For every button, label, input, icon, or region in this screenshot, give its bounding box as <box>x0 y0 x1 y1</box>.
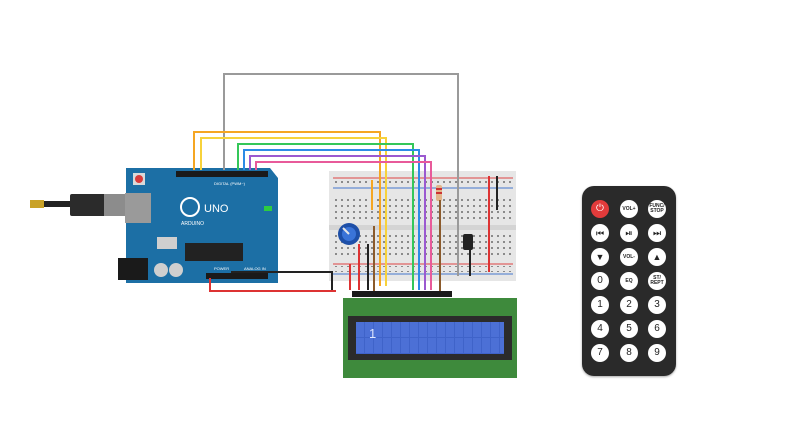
resistor[interactable] <box>436 185 442 201</box>
digital-pins-label: DIGITAL (PWM~) <box>214 181 246 186</box>
atmega-chip <box>185 243 243 261</box>
play-pause-button[interactable]: ⏯ <box>620 224 638 242</box>
ir-remote[interactable]: ⏻ VOL+ FUNC/ STOP ⏮ ⏯ ⏭ ▼ VOL- ▲ 0 EQ ST… <box>582 186 676 376</box>
digit-1-button[interactable]: 1 <box>591 296 609 314</box>
digit-6-button[interactable]: 6 <box>648 320 666 338</box>
arduino-logo-text: ARDUINO <box>181 221 204 227</box>
board-model-label: UNO <box>204 203 229 215</box>
arduino-uno-board[interactable]: ARDUINO UNO DIGITAL (PWM~) POWER ANALOG … <box>118 168 278 283</box>
potentiometer[interactable] <box>338 223 360 245</box>
func-stop-button[interactable]: FUNC/ STOP <box>648 200 666 218</box>
st-rept-button[interactable]: ST/ REPT <box>648 272 666 290</box>
usb-cable[interactable] <box>30 194 130 216</box>
digit-4-button[interactable]: 4 <box>591 320 609 338</box>
lcd-text: 1 <box>369 326 376 341</box>
breadboard[interactable] <box>329 171 516 281</box>
next-button[interactable]: ⏭ <box>648 224 666 242</box>
vol-up-button[interactable]: VOL+ <box>620 200 638 218</box>
digit-9-button[interactable]: 9 <box>648 344 666 362</box>
lcd-display[interactable]: 1 <box>343 291 517 378</box>
digit-5-button[interactable]: 5 <box>620 320 638 338</box>
power-pins-label: POWER <box>214 266 229 271</box>
ir-receiver[interactable] <box>463 234 473 250</box>
digit-0-button[interactable]: 0 <box>591 272 609 290</box>
digit-3-button[interactable]: 3 <box>648 296 666 314</box>
vol-down-button[interactable]: VOL- <box>620 248 638 266</box>
prev-button[interactable]: ⏮ <box>591 224 609 242</box>
wires[interactable] <box>193 73 498 294</box>
up-button[interactable]: ▲ <box>648 248 666 266</box>
analog-pins-label: ANALOG IN <box>244 266 266 271</box>
arduino-logo-icon <box>180 197 200 217</box>
digit-7-button[interactable]: 7 <box>591 344 609 362</box>
digit-8-button[interactable]: 8 <box>620 344 638 362</box>
eq-button[interactable]: EQ <box>620 272 638 290</box>
digit-2-button[interactable]: 2 <box>620 296 638 314</box>
down-button[interactable]: ▼ <box>591 248 609 266</box>
power-button[interactable]: ⏻ <box>591 200 609 218</box>
